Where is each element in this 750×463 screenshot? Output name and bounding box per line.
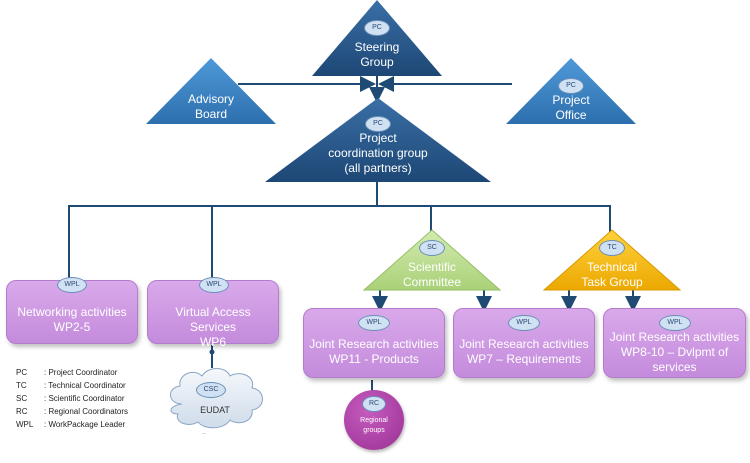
legend-abbr: PC	[16, 368, 28, 377]
jra-dvlpmt-line2: WP8-10 – Dvlpmt of	[620, 345, 729, 359]
legend-desc: : Scientific Coordinator	[44, 394, 125, 403]
jra-products-badge: WPL	[358, 315, 390, 331]
legend-row: SC : Scientific Coordinator	[16, 392, 128, 405]
technical-task-group-node: TC Technical Task Group	[542, 229, 682, 291]
jra-products-line1: Joint Research activities	[309, 337, 439, 351]
coordination-line1: Project	[359, 131, 397, 145]
networking-line1: Networking activities	[17, 305, 127, 319]
advisory-line2: Board	[194, 107, 228, 121]
jra-dvlpmt-badge: WPL	[659, 315, 691, 331]
jra-dvlpmt-line1: Joint Research activities	[609, 330, 740, 344]
coordination-badge: PC	[365, 116, 391, 132]
legend-row: PC : Project Coordinator	[16, 366, 128, 379]
jra-requirements-box: WPL Joint Research activities WP7 – Requ…	[453, 308, 595, 378]
legend-row: WPL : WorkPackage Leader	[16, 418, 128, 431]
legend-abbr: WPL	[16, 420, 34, 429]
jra-products-box: WPL Joint Research activities WP11 - Pro…	[303, 308, 445, 378]
legend-desc: : Project Coordinator	[44, 368, 118, 377]
eudat-cloud	[170, 368, 263, 434]
project-office-badge: PC	[558, 78, 584, 94]
coordination-group-node: PC Project coordination group (all partn…	[265, 98, 491, 182]
eudat-badge: CSC	[196, 382, 226, 398]
networking-activities-box: WPL Networking activities WP2-5	[6, 277, 138, 344]
steering-badge: PC	[364, 20, 390, 36]
steering-line1: Steering	[354, 40, 400, 54]
legend-desc: : Regional Coordinators	[44, 407, 129, 416]
technical-line1: Technical	[586, 260, 638, 274]
virtual-access-box: WPL Virtual Access Services WP6	[147, 277, 279, 349]
regional-badge: RC	[362, 396, 386, 412]
jra-products-line2: WP11 - Products	[329, 352, 419, 366]
project-office-line2: Office	[555, 108, 587, 122]
jra-requirements-line2: WP7 – Requirements	[466, 352, 582, 366]
technical-badge: TC	[599, 240, 625, 256]
coordination-line2: coordination group	[328, 146, 428, 160]
legend-row: TC : Technical Coordinator	[16, 379, 128, 392]
steering-group-node: PC Steering Group	[312, 0, 442, 76]
scientific-line2: Committee	[402, 275, 461, 289]
networking-badge: WPL	[57, 277, 87, 293]
legend-abbr: SC	[16, 394, 28, 403]
project-office-line1: Project	[552, 93, 590, 107]
legend: PC : Project Coordinator TC : Technical Co…	[16, 366, 128, 431]
legend-abbr: RC	[16, 407, 28, 416]
scientific-line1: Scientific	[407, 260, 457, 274]
connector-cloud-dot	[209, 349, 215, 355]
legend-desc: : WorkPackage Leader	[44, 420, 126, 429]
legend-desc: : Technical Coordinator	[44, 381, 126, 390]
advisory-board-node: Advisory Board	[146, 58, 276, 124]
advisory-line1: Advisory	[187, 92, 234, 106]
coordination-line3: (all partners)	[344, 161, 412, 175]
regional-line2: groups	[363, 427, 385, 434]
regional-label: Regional groups	[344, 416, 404, 436]
virtual-access-line1: Virtual Access Services	[175, 305, 251, 334]
scientific-committee-node: SC Scientific Committee	[362, 229, 502, 291]
jra-requirements-badge: WPL	[508, 315, 540, 331]
steering-line2: Group	[360, 55, 394, 69]
scientific-badge: SC	[419, 240, 445, 256]
jra-dvlpmt-box: WPL Joint Research activities WP8-10 – D…	[603, 308, 746, 378]
legend-row: RC : Regional Coordinators	[16, 405, 128, 418]
legend-abbr: TC	[16, 381, 27, 390]
virtual-access-line2: WP6	[199, 335, 226, 349]
networking-line2: WP2-5	[53, 320, 91, 334]
project-office-node: PC Project Office	[506, 58, 636, 124]
technical-line2: Task Group	[581, 275, 643, 289]
jra-requirements-line1: Joint Research activities	[459, 337, 589, 351]
eudat-label: EUDAT	[200, 405, 230, 415]
virtual-access-badge: WPL	[199, 277, 229, 293]
jra-dvlpmt-line3: services	[652, 360, 697, 374]
regional-line1: Regional	[360, 417, 388, 424]
